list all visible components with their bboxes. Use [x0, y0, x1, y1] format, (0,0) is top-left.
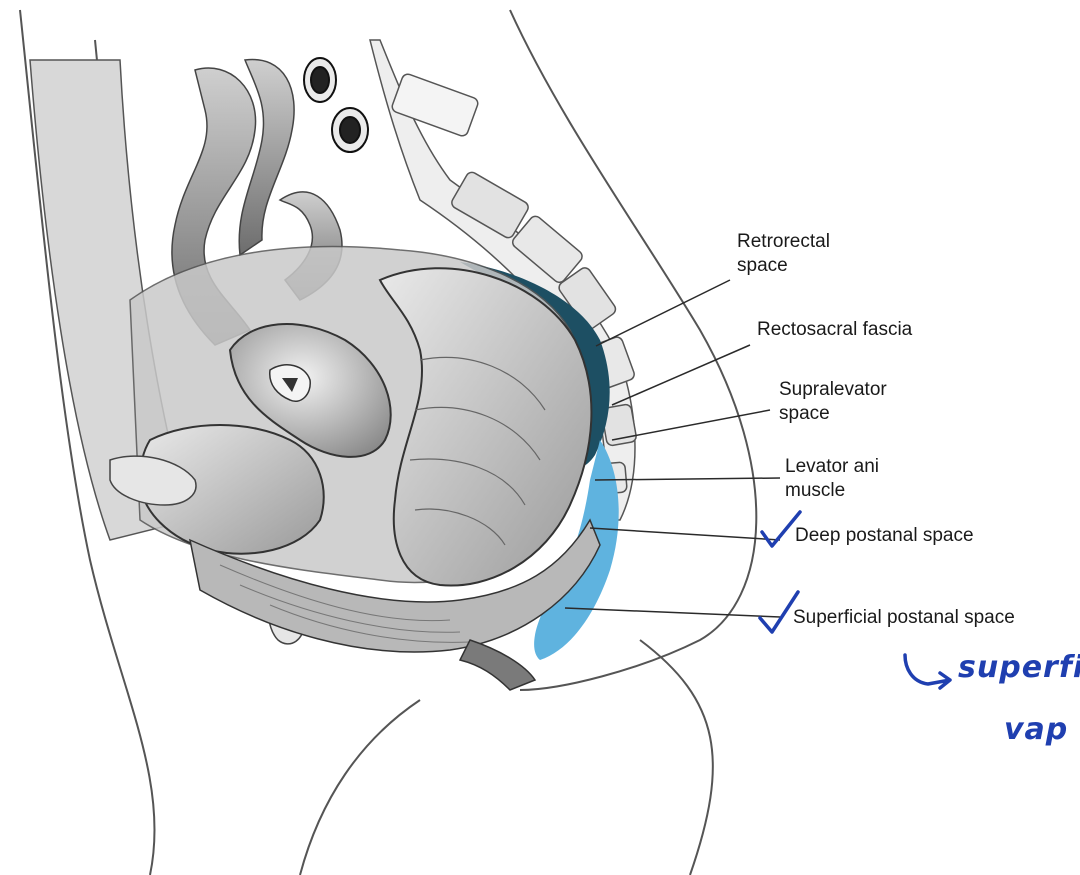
- label-rectosacral-fascia: Rectosacral fascia: [757, 318, 912, 342]
- label-supralevator-line2: space: [779, 402, 887, 426]
- label-superficial-postanal-space: Superficial postanal space: [793, 606, 1015, 630]
- leader-superficial-postanal: [565, 608, 780, 617]
- label-supralevator-space: Supralevator space: [779, 378, 887, 426]
- label-retrorectal-line1: Retrorectal: [737, 230, 830, 254]
- handwritten-note-line1: superfi: [958, 650, 1080, 685]
- label-levator-line2: muscle: [785, 479, 879, 503]
- label-levator-ani-muscle: Levator ani muscle: [785, 455, 879, 503]
- blood-vessels: [304, 58, 368, 152]
- leader-deep-postanal: [590, 528, 780, 540]
- anal-canal: [460, 640, 535, 690]
- leader-supralevator: [612, 410, 770, 440]
- leader-retrorectal: [596, 280, 730, 346]
- handwritten-note-line2: vap: [1004, 712, 1068, 747]
- label-levator-line1: Levator ani: [785, 455, 879, 479]
- handwritten-arrow: [905, 655, 950, 688]
- label-supralevator-line1: Supralevator: [779, 378, 887, 402]
- label-deep-postanal-space: Deep postanal space: [795, 524, 974, 548]
- label-retrorectal-line2: space: [737, 254, 830, 278]
- label-retrorectal-space: Retrorectal space: [737, 230, 830, 278]
